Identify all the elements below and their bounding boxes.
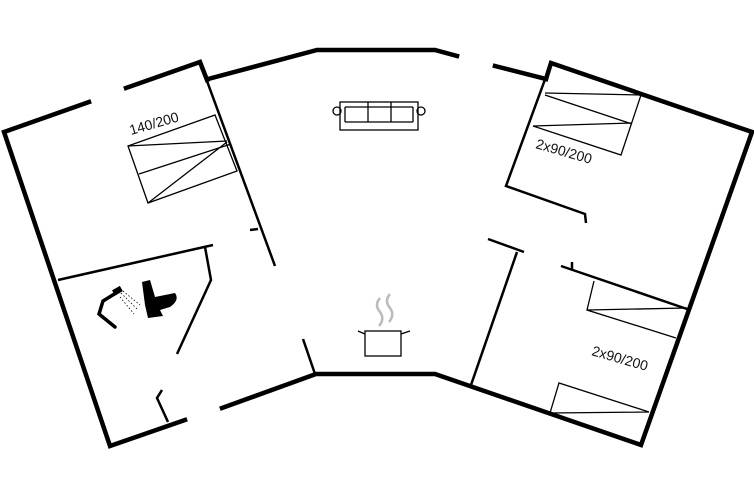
cooking-pot-icon [357,293,411,357]
steam-icon [375,293,394,327]
bed-label: 2x90/200 [590,343,650,374]
sofa-icon [332,101,426,131]
shower-icon [96,285,141,329]
bed-label: 140/200 [127,108,180,137]
bed-double: 140/200 [127,108,238,204]
exterior-walls [1,47,754,449]
bed-twin-top: 2x90/200 [532,92,642,167]
toilet-icon [142,280,177,318]
interior-walls [57,61,688,423]
bed-label: 2x90/200 [534,136,594,167]
